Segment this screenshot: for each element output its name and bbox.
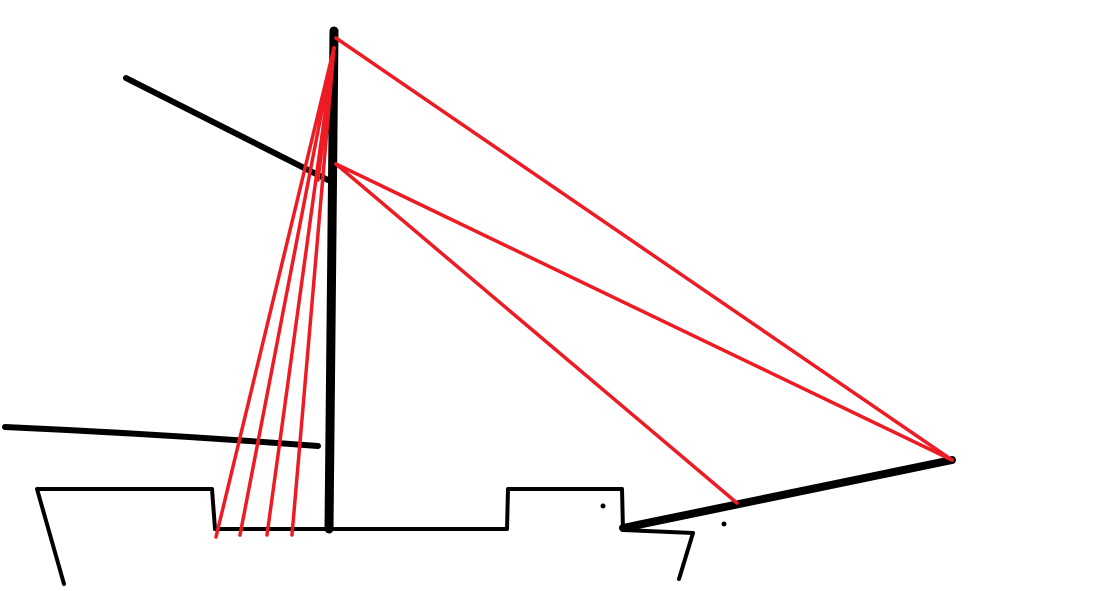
shroud-line — [238, 46, 336, 537]
hull — [35, 487, 695, 586]
hull-stern-section — [35, 487, 217, 586]
upper-spar — [123, 75, 331, 183]
deck-dot — [600, 503, 606, 509]
hull-deck-line — [213, 487, 625, 532]
lower-boom — [2, 424, 321, 449]
forestay-top — [334, 36, 954, 462]
bowsprit — [619, 456, 956, 532]
deck-dot — [721, 521, 727, 527]
mast — [324, 26, 339, 534]
forestay-middle — [334, 162, 954, 462]
shroud-line — [316, 46, 336, 182]
hull-bow-section — [621, 528, 695, 581]
rigging-lines — [214, 36, 954, 539]
jib-stay — [334, 162, 739, 505]
shroud-line — [214, 46, 336, 539]
shroud-line — [290, 46, 336, 537]
